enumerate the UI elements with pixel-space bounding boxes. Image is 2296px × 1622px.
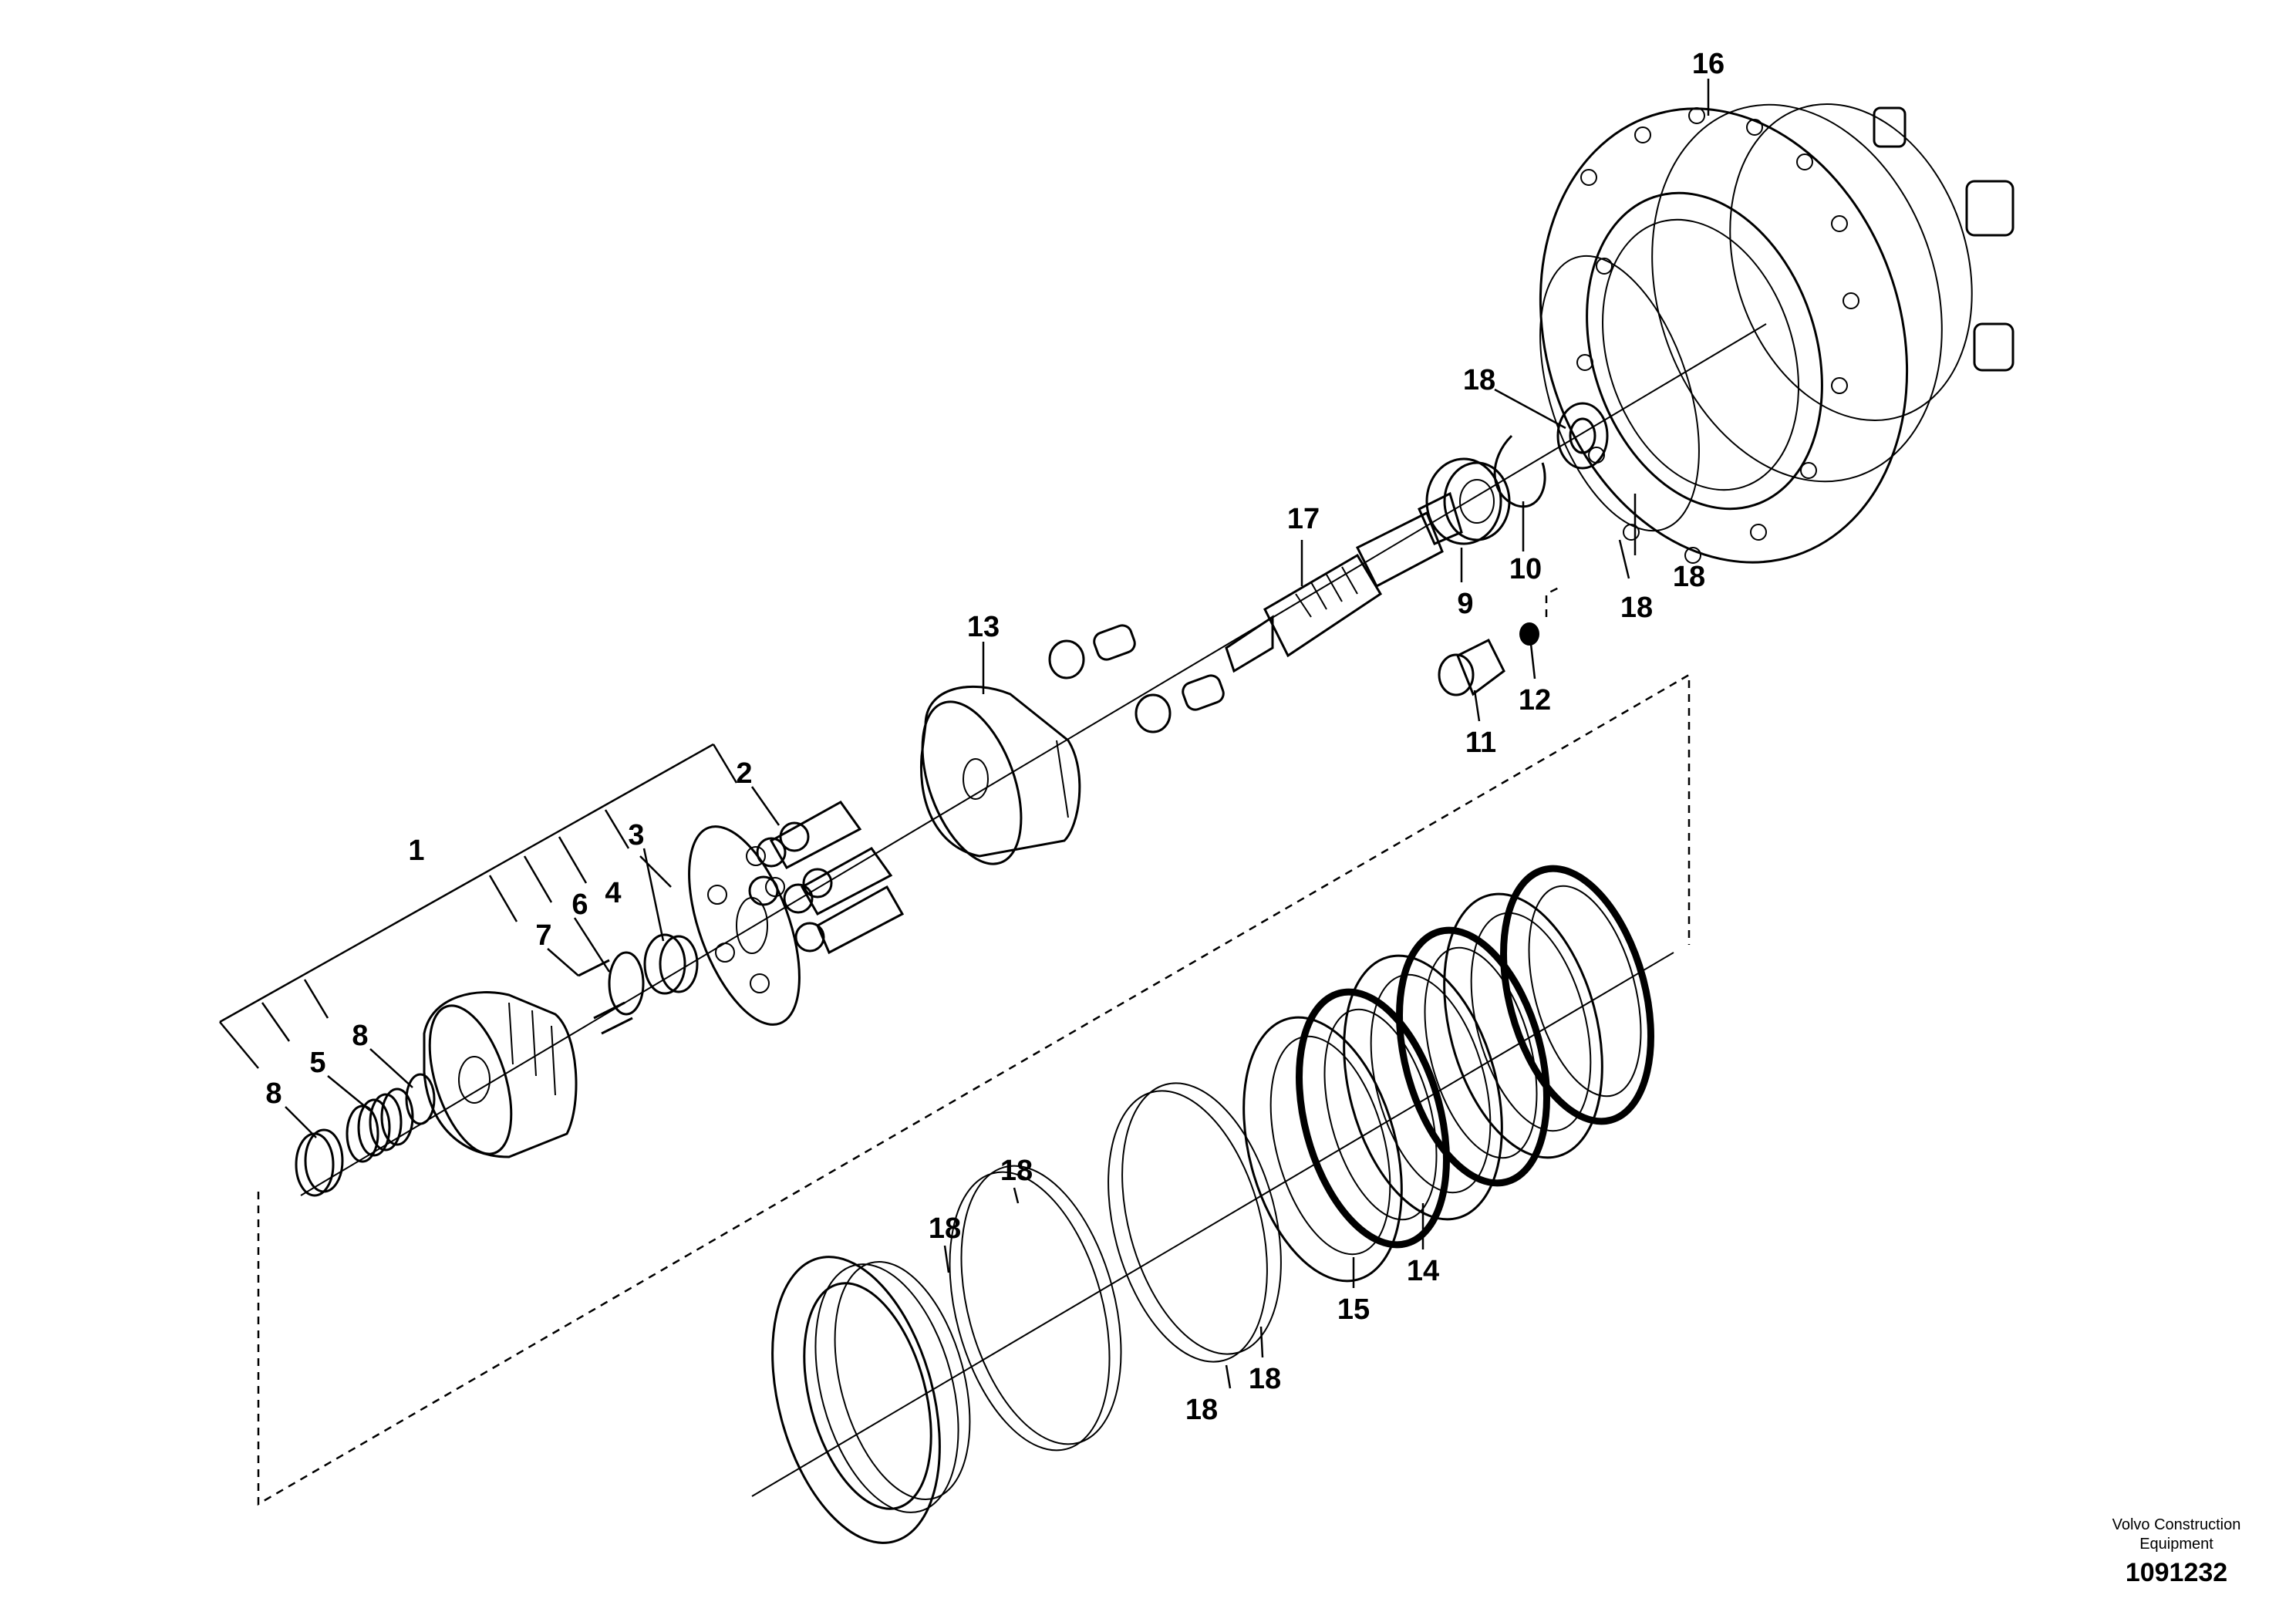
snap-ring-part-10 xyxy=(1493,434,1546,508)
ring-part-6 xyxy=(608,951,645,1016)
callout-8-lower: 8 xyxy=(265,1077,282,1110)
upper-axis-line xyxy=(300,323,1767,1196)
group-bracket-1 xyxy=(219,743,738,1069)
callout-1: 1 xyxy=(408,835,424,867)
callout-7: 7 xyxy=(535,919,551,952)
o-ring-lower-2 xyxy=(960,1165,1122,1445)
callout-14: 14 xyxy=(1407,1255,1439,1287)
callout-2: 2 xyxy=(736,757,752,790)
brand-line-2: Equipment xyxy=(2139,1536,2213,1553)
brand-line-1: Volvo Construction xyxy=(2112,1516,2241,1533)
piston-part-11 xyxy=(1438,638,1505,696)
brake-piston xyxy=(771,1256,971,1544)
seal-ring-upper xyxy=(1556,402,1609,470)
ring-part-8-upper xyxy=(405,1073,436,1125)
callout-11: 11 xyxy=(1465,727,1496,759)
dashed-link-main xyxy=(257,673,1691,1506)
callout-18-lower-a: 18 xyxy=(929,1212,961,1245)
callout-4: 4 xyxy=(605,877,621,909)
callout-18-lower-d: 18 xyxy=(1249,1363,1281,1395)
callout-15: 15 xyxy=(1337,1293,1370,1326)
o-ring-housing xyxy=(1539,255,1700,532)
plug-part-12 xyxy=(1519,622,1539,646)
pistons-part-2 xyxy=(748,801,905,955)
callout-5: 5 xyxy=(309,1047,325,1079)
pin-pair-lower xyxy=(1135,674,1225,733)
housing-part-16 xyxy=(1539,103,2014,564)
callout-18-lower-b: 18 xyxy=(1000,1155,1033,1187)
callout-3: 3 xyxy=(628,819,644,851)
retainer-plate-part-3 xyxy=(688,825,801,1026)
ball-guide-part-4 xyxy=(643,933,699,995)
separator-plates-part-15 xyxy=(1242,892,1603,1283)
dashed-link-right xyxy=(1545,585,1563,617)
callout-18-mid-right: 18 xyxy=(1620,592,1653,624)
shaft-part-17 xyxy=(1225,491,1463,673)
drawing-number: 1091232 xyxy=(2126,1558,2227,1587)
callout-18-lower-c: 18 xyxy=(1185,1394,1218,1426)
callout-9: 9 xyxy=(1457,588,1473,620)
callout-17: 17 xyxy=(1287,503,1320,535)
callout-13: 13 xyxy=(967,611,1000,643)
callout-6: 6 xyxy=(571,889,588,921)
spring-part-5 xyxy=(346,1088,414,1163)
pin-pair-upper xyxy=(1048,624,1136,679)
o-ring-lower-4 xyxy=(1121,1082,1282,1355)
leader-lines xyxy=(285,79,1710,1389)
friction-plates-part-14 xyxy=(1296,865,1654,1249)
ring-part-8-lower xyxy=(295,1128,344,1197)
cylinder-block-part-1 xyxy=(423,991,578,1158)
bearing-part-9 xyxy=(1425,457,1511,545)
swash-plate-part-13 xyxy=(919,685,1081,865)
callout-8-upper: 8 xyxy=(352,1020,368,1052)
callout-12: 12 xyxy=(1519,684,1551,717)
pins-part-7 xyxy=(578,959,633,1035)
callout-18-top: 18 xyxy=(1463,364,1495,396)
callout-16: 16 xyxy=(1692,48,1725,80)
callout-18-right: 18 xyxy=(1673,561,1705,593)
callout-10: 10 xyxy=(1509,553,1542,585)
